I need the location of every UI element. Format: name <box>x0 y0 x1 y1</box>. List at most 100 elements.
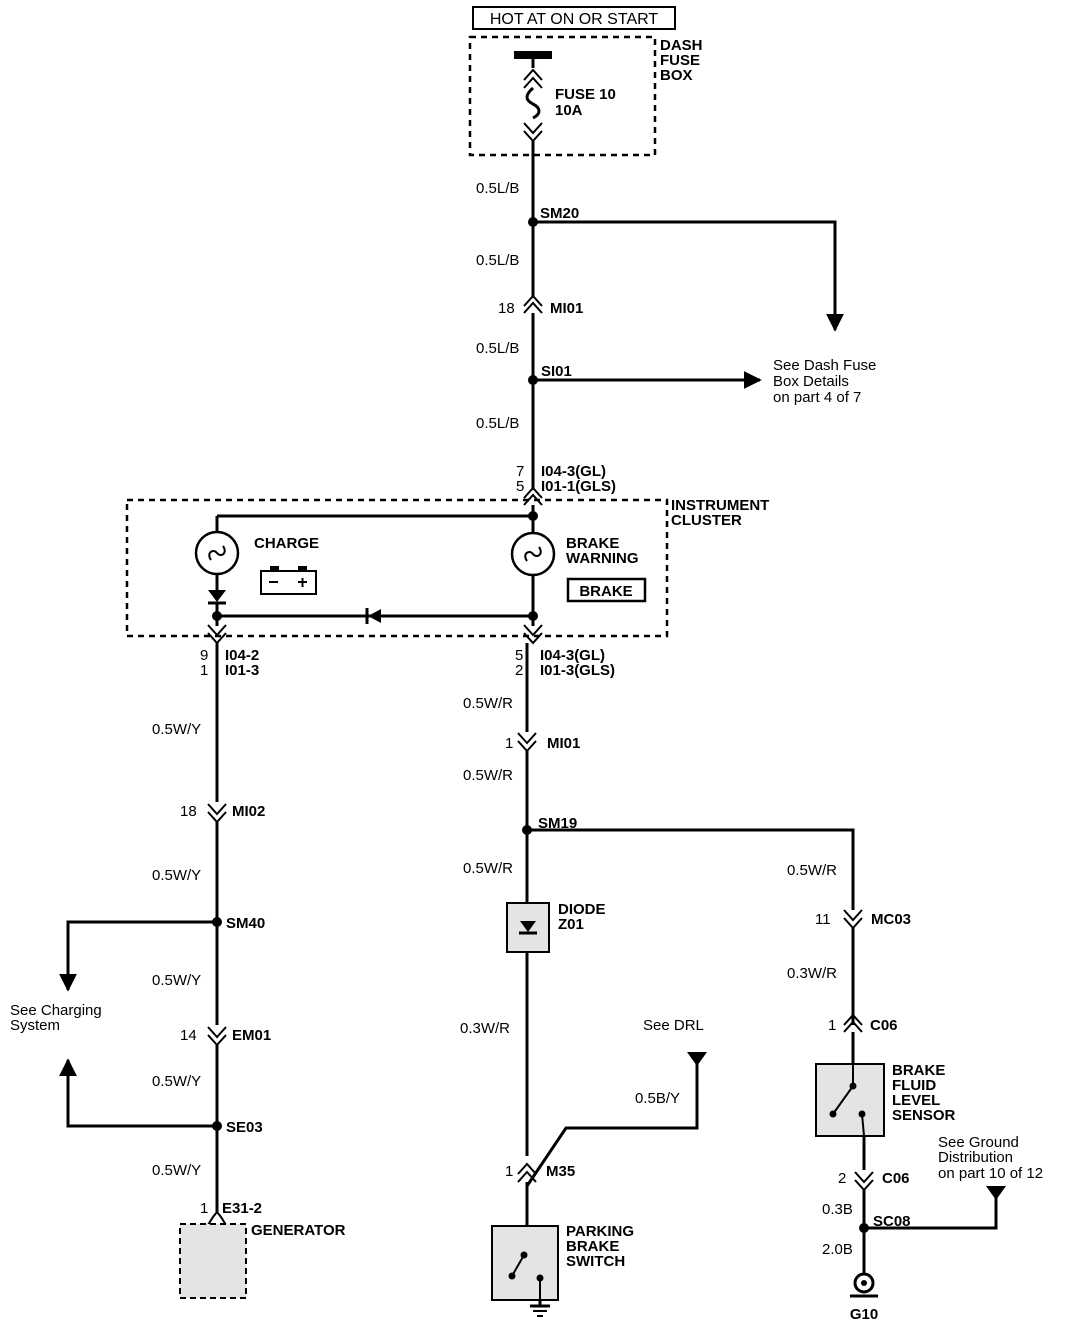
ref-charging-1: See Charging <box>10 1002 102 1019</box>
fluid-sensor-label-4: SENSOR <box>892 1107 956 1124</box>
cluster-out-right-name-2: I01-3(GLS) <box>540 662 615 679</box>
fluid-sensor-label-1: BRAKE <box>892 1062 945 1079</box>
wire-label-w18: 0.5W/Y <box>152 1162 201 1179</box>
splice-sm19-label: SM19 <box>538 815 577 832</box>
cluster-out-right-pin-2: 2 <box>515 662 523 679</box>
cluster-out-right-name-1: I04-3(GL) <box>540 647 605 664</box>
cluster-out-left-name-2: I01-3 <box>225 662 259 679</box>
wire-label-w13: 2.0B <box>822 1241 853 1258</box>
mi02-name: MI02 <box>232 803 265 820</box>
charge-circuit-wire <box>207 643 227 1226</box>
ref-dash-fuse-3: on part 4 of 7 <box>773 389 861 406</box>
wire-label-w7: 0.5W/R <box>463 860 513 877</box>
cluster-diode-icon <box>368 609 381 623</box>
brake-badge-box <box>566 577 647 603</box>
wire-label-w17: 0.5W/Y <box>152 1073 201 1090</box>
fluid-sensor-label-2: FLUID <box>892 1077 936 1094</box>
wire-label-w9: 0.5B/Y <box>635 1090 680 1107</box>
ground-label: G10 <box>850 1306 878 1323</box>
cluster-in-pin-2: 5 <box>516 478 524 495</box>
title-text: HOT AT ON OR START <box>490 11 659 28</box>
cluster-out-right-pin-1: 5 <box>515 647 523 664</box>
fuse-10-symbol <box>525 86 541 120</box>
instrument-cluster: INSTRUMENT CLUSTER CHARGE BRAKE WA <box>125 497 769 638</box>
wire-label-w15: 0.5W/Y <box>152 867 201 884</box>
ref-ground-dist-2: Distribution <box>938 1149 1013 1166</box>
c06-bottom-name: C06 <box>882 1170 910 1187</box>
cluster-in-name-1: I04-3(GL) <box>541 463 606 480</box>
parking-brake-label-3: SWITCH <box>566 1253 625 1270</box>
wire-label-w1: 0.5L/B <box>476 180 519 197</box>
cluster-in-name-2: I01-1(GLS) <box>541 478 616 495</box>
mc03-name: MC03 <box>871 911 911 928</box>
wire-label-w5: 0.5W/R <box>463 695 513 712</box>
charge-diode-icon <box>208 590 226 602</box>
fuse-box-label-1: DASH <box>660 37 703 54</box>
diode-label-1: DIODE <box>558 901 606 918</box>
wire-label-w11: 0.3W/R <box>787 965 837 982</box>
cluster-label-1: INSTRUMENT <box>671 497 769 514</box>
parking-brake-label-2: BRAKE <box>566 1238 619 1255</box>
diode-z01-component: DIODE Z01 <box>506 901 606 953</box>
splice-sm20-label: SM20 <box>540 205 579 222</box>
c06-top-name: C06 <box>870 1017 898 1034</box>
brake-warning-label-2: WARNING <box>566 550 639 567</box>
parking-brake-label-1: PARKING <box>566 1223 634 1240</box>
wire-label-w3: 0.5L/B <box>476 340 519 357</box>
m35-pin: 1 <box>505 1163 513 1180</box>
e31-pin: 1 <box>200 1200 208 1217</box>
ref-dash-fuse-2: Box Details <box>773 373 849 390</box>
ground-dist-terminal-icon <box>986 1186 1006 1200</box>
ground-g10: G10 <box>850 1272 878 1323</box>
mi01-top-pin: 18 <box>498 300 515 317</box>
mc03-pin: 11 <box>815 911 831 928</box>
fuse-box-label-2: FUSE <box>660 52 700 69</box>
splice-se03-label: SE03 <box>226 1119 263 1136</box>
em01-pin: 14 <box>180 1027 197 1044</box>
diode-z01-icon <box>520 921 536 932</box>
splice-sc08-label: SC08 <box>873 1213 911 1230</box>
drl-terminal-icon <box>687 1052 707 1066</box>
cluster-label-2: CLUSTER <box>671 512 742 529</box>
ref-drl: See DRL <box>643 1017 704 1034</box>
wire-label-w14: 0.5W/Y <box>152 721 201 738</box>
wire-label-w2: 0.5L/B <box>476 252 519 269</box>
splice-sm40-label: SM40 <box>226 915 265 932</box>
ref-ground-dist-1: See Ground <box>938 1134 1019 1151</box>
splice-si01-label: SI01 <box>541 363 572 380</box>
mi01-mid-pin: 1 <box>505 735 513 752</box>
diode-label-2: Z01 <box>558 916 584 933</box>
parking-brake-switch: PARKING BRAKE SWITCH <box>491 1223 634 1317</box>
cluster-out-left-pin-1: 9 <box>200 647 208 664</box>
wire-label-w16: 0.5W/Y <box>152 972 201 989</box>
main-feed-wire <box>523 141 543 518</box>
fuse-label: FUSE 10 <box>555 86 616 103</box>
wire-label-w8: 0.3W/R <box>460 1020 510 1037</box>
ref-dash-fuse-1: See Dash Fuse <box>773 357 876 374</box>
brake-warning-label-1: BRAKE <box>566 535 619 552</box>
generator-component: GENERATOR <box>179 1222 346 1299</box>
mi02-pin: 18 <box>180 803 197 820</box>
mi01-mid-name: MI01 <box>547 735 580 752</box>
e31-name: E31-2 <box>222 1200 262 1217</box>
dash-fuse-box: FUSE 10 10A DASH FUSE BOX <box>468 35 703 157</box>
mi01-top-name: MI01 <box>550 300 583 317</box>
m35-name: M35 <box>546 1163 575 1180</box>
wire-label-w10: 0.5W/R <box>787 862 837 879</box>
brake-fluid-level-sensor: BRAKE FLUID LEVEL SENSOR <box>815 1062 956 1137</box>
cluster-in-pin-1: 7 <box>516 463 524 480</box>
ref-ground-dist-3: on part 10 of 12 <box>938 1165 1043 1182</box>
c06-top-pin: 1 <box>828 1017 836 1034</box>
wire-label-w12: 0.3B <box>822 1201 853 1218</box>
wire-label-w4: 0.5L/B <box>476 415 519 432</box>
charge-label: CHARGE <box>254 535 319 552</box>
c06-bottom-pin: 2 <box>838 1170 846 1187</box>
brake-badge-text: BRAKE <box>579 583 632 600</box>
cluster-out-left-name-1: I04-2 <box>225 647 259 664</box>
cluster-out-left-pin-2: 1 <box>200 662 208 679</box>
fuse-box-label-3: BOX <box>660 67 693 84</box>
em01-name: EM01 <box>232 1027 271 1044</box>
battery-icon <box>260 566 317 595</box>
fluid-sensor-label-3: LEVEL <box>892 1092 940 1109</box>
